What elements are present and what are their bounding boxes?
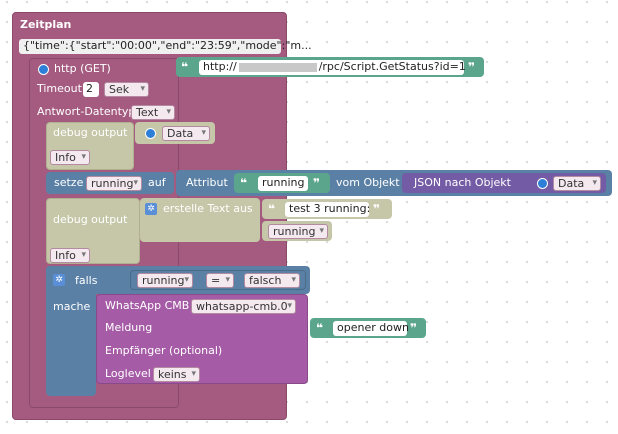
datatype-label: Antwort-Datentyp — [37, 105, 136, 118]
globe-icon — [38, 64, 49, 75]
setze-variable-dropdown[interactable]: running — [86, 176, 142, 191]
text1-field[interactable]: test 3 running: — [285, 202, 370, 217]
timeout-label: Timeout — [37, 82, 82, 95]
open-quote-icon: ❝ — [240, 176, 248, 190]
http-label: http (GET) — [54, 62, 111, 75]
close-quote-icon: ❞ — [468, 60, 476, 74]
erstelle-text-label: erstelle Text aus — [163, 202, 253, 215]
open-quote-icon: ❝ — [181, 60, 189, 74]
globe-icon — [145, 128, 156, 139]
falls-label: falls — [75, 274, 98, 287]
debug1-level-dropdown[interactable]: Info — [50, 150, 90, 165]
loglevel-dropdown[interactable]: keins — [153, 367, 200, 382]
url-suffix: /rpc/Script.GetStatus?id=1 — [318, 60, 466, 73]
open-quote-icon: ❝ — [316, 321, 324, 335]
mache-label: mache — [53, 300, 91, 313]
close-quote-icon: ❞ — [410, 321, 418, 335]
attribut-label: Attribut — [186, 176, 228, 189]
timeout-value-field[interactable]: 2 — [83, 82, 99, 97]
json-nach-objekt-label: JSON nach Objekt — [414, 176, 511, 189]
whatsapp-label: WhatsApp CMB — [105, 299, 190, 312]
meldung-value-field[interactable]: opener down — [333, 321, 409, 336]
gear-icon[interactable]: ✲ — [145, 203, 157, 215]
json-value-dropdown[interactable]: Data — [553, 176, 601, 191]
timeout-unit-dropdown[interactable]: Sek — [104, 82, 149, 97]
setze-label: setze — [54, 176, 84, 189]
whatsapp-instance-dropdown[interactable]: whatsapp-cmb.0 — [191, 299, 296, 314]
debug2-level-dropdown[interactable]: Info — [50, 248, 90, 263]
zeitplan-label: Zeitplan — [20, 18, 72, 31]
erstelle-text-block[interactable] — [140, 198, 260, 242]
vom-objekt-label: vom Objekt — [336, 176, 400, 189]
attribut-value-field[interactable]: running — [258, 176, 308, 191]
open-quote-icon: ❝ — [268, 202, 276, 216]
compare-right-dropdown[interactable]: falsch — [244, 273, 300, 288]
text2-dropdown[interactable]: running — [268, 224, 328, 239]
zeitplan-json-field[interactable]: {"time":{"start":"00:00","end":"23:59","… — [19, 39, 312, 54]
compare-left-dropdown[interactable]: running — [137, 273, 193, 288]
url-prefix: http:// — [203, 60, 237, 73]
close-quote-icon: ❞ — [373, 202, 381, 216]
debug2-label: debug output — [53, 213, 128, 226]
compare-op-dropdown[interactable]: = — [206, 273, 234, 288]
url-field[interactable]: http:// /rpc/Script.GetStatus?id=1 — [199, 60, 466, 75]
empfaenger-label: Empfänger (optional) — [105, 344, 223, 357]
debug1-label: debug output — [53, 126, 128, 139]
loglevel-label: Loglevel — [105, 367, 151, 380]
globe-icon — [537, 178, 548, 189]
debug1-value-dropdown[interactable]: Data — [162, 126, 210, 141]
datatype-dropdown[interactable]: Text — [131, 105, 175, 120]
close-quote-icon: ❞ — [313, 176, 321, 190]
gear-icon[interactable]: ✲ — [53, 274, 65, 286]
meldung-label: Meldung — [105, 321, 153, 334]
auf-label: auf — [148, 176, 166, 189]
